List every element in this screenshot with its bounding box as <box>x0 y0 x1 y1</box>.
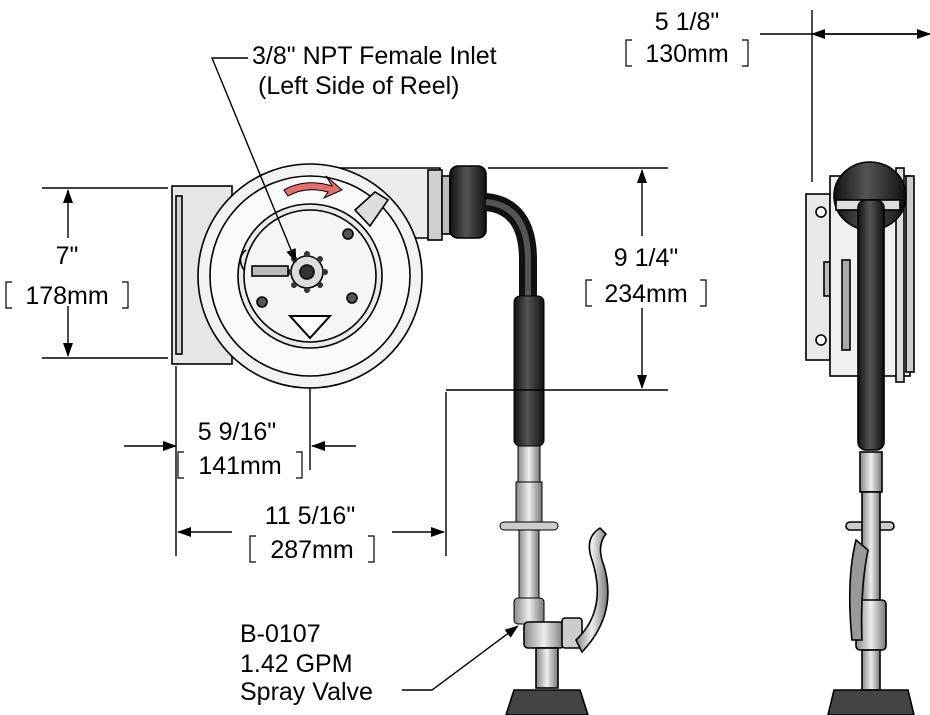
valve-model: B-0107 <box>240 620 321 648</box>
swivel-housing <box>449 165 487 239</box>
depth-metric: 130mm <box>645 40 729 68</box>
height-metric: 178mm <box>25 282 109 310</box>
metric-brackets <box>5 39 749 563</box>
valve-name: Spray Valve <box>240 678 373 706</box>
triangle-icon <box>287 315 333 340</box>
valve-flow: 1.42 GPM <box>240 650 353 678</box>
side-view-reel <box>805 161 915 715</box>
rotation-arrow-icon <box>283 175 343 200</box>
width-metric: 287mm <box>270 536 354 564</box>
inlet-offset-imperial: 5 9/16" <box>197 418 277 446</box>
inlet-offset-metric: 141mm <box>198 452 282 480</box>
total-height-imperial: 9 1/4" <box>613 244 679 272</box>
depth-imperial: 5 1/8" <box>654 8 720 36</box>
front-hose <box>484 193 559 625</box>
front-view-reel <box>171 163 487 389</box>
spray-valve-front <box>505 526 609 715</box>
width-imperial: 11 5/16" <box>264 502 356 530</box>
inlet-label-line1: 3/8" NPT Female Inlet <box>252 42 497 70</box>
total-height-metric: 234mm <box>604 280 688 308</box>
height-imperial: 7" <box>55 242 79 270</box>
dimension-lines <box>42 10 930 691</box>
inlet-label-line2: (Left Side of Reel) <box>258 72 460 100</box>
